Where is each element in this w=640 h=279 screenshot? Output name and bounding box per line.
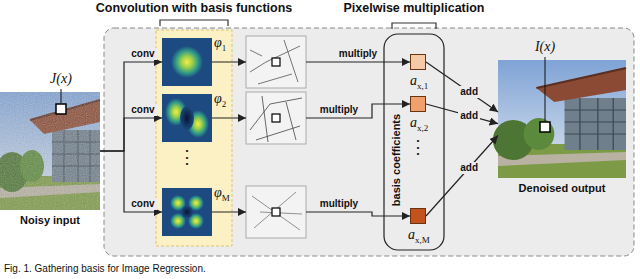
pixel-marker xyxy=(272,114,280,122)
heading-bracket xyxy=(160,20,228,26)
noisy-photo xyxy=(0,92,100,210)
edge-label: conv xyxy=(129,48,156,60)
subscript: M xyxy=(222,193,230,203)
symbol-label: ax,1 xyxy=(410,72,428,94)
symbol: a xyxy=(410,73,417,88)
leader-line xyxy=(61,89,62,103)
response-map xyxy=(246,92,306,144)
image-caption: Denoised output xyxy=(519,182,606,195)
edge-label: multiply xyxy=(337,48,379,60)
response-picture xyxy=(246,186,306,238)
symbol: φ xyxy=(214,91,222,106)
connector-arrow xyxy=(212,211,246,212)
symbol-label: φ2 xyxy=(214,90,226,112)
subscript: 1 xyxy=(222,43,227,53)
process-container xyxy=(104,28,634,256)
connector-arrow xyxy=(212,61,246,62)
edge-label: conv xyxy=(129,104,156,116)
connector-arrow xyxy=(100,62,162,151)
coefficient-box: ax,2 xyxy=(410,96,426,112)
connector-arrow xyxy=(426,136,498,217)
connector-arrow xyxy=(426,104,498,124)
basis-blob xyxy=(181,206,193,218)
symbol-label: ax,M xyxy=(408,226,430,248)
edge-label: conv xyxy=(129,198,156,210)
ellipsis-mark: ⋮ xyxy=(178,148,196,166)
input-image: Noisy inputJ(x) xyxy=(0,92,100,210)
symbol: a xyxy=(410,115,417,130)
image-caption: Noisy input xyxy=(20,214,80,227)
symbol: φ xyxy=(214,35,222,50)
pixel-marker xyxy=(272,58,280,66)
connector-arrow xyxy=(212,117,246,118)
subscript: x,2 xyxy=(417,123,428,133)
ellipsis-mark: ⋮ xyxy=(409,138,427,156)
connector-arrow xyxy=(426,62,498,112)
edge-strokes xyxy=(250,96,302,142)
connector-arrow xyxy=(306,212,410,216)
figure-caption: Fig. 1. Gathering basis for Image Regres… xyxy=(4,263,206,275)
math-label: I(x) xyxy=(535,39,555,55)
pixel-marker xyxy=(272,208,280,216)
basis-column: Convolution with basis functionsφ1φ2φM xyxy=(156,30,232,246)
edge-strokes xyxy=(250,40,300,84)
symbol-label: φM xyxy=(214,184,230,206)
response-picture xyxy=(246,36,306,88)
symbol-label: ax,2 xyxy=(410,114,428,136)
basis-picture xyxy=(162,94,212,142)
pixel-marker xyxy=(56,104,66,114)
coefficient-box: ax,1 xyxy=(410,54,426,70)
leader-line xyxy=(545,57,546,121)
edge-label: add xyxy=(458,110,480,122)
connector-arrow xyxy=(306,61,410,62)
subscript: x,M xyxy=(415,235,430,245)
basis-function: φ1 xyxy=(162,38,212,86)
basis-blob xyxy=(171,46,203,78)
subscript: x,1 xyxy=(417,81,428,91)
connector-arrow xyxy=(100,151,162,212)
symbol-label: φ1 xyxy=(214,34,226,56)
noise-overlay xyxy=(0,92,100,210)
edge-label: add xyxy=(458,86,480,98)
section-heading: Convolution with basis functions xyxy=(96,1,293,16)
coefficient-box: ax,M xyxy=(410,208,426,224)
heading-bracket xyxy=(392,23,436,29)
basis-picture xyxy=(162,188,212,236)
symbol: a xyxy=(408,227,415,242)
pixel-marker xyxy=(540,122,550,132)
output-image: Denoised outputI(x) xyxy=(498,60,626,178)
edge-label: multiply xyxy=(318,104,360,116)
coefficient-bracket xyxy=(384,34,444,250)
basis-blob xyxy=(180,106,194,130)
vertical-label: basis coefficients xyxy=(390,114,403,206)
basis-picture xyxy=(162,38,212,86)
response-map xyxy=(246,186,306,238)
section-heading: Pixelwise multiplication xyxy=(343,1,484,16)
edge-strokes xyxy=(252,192,302,230)
basis-function: φ2 xyxy=(162,94,212,142)
subscript: 2 xyxy=(222,99,227,109)
math-label: J(x) xyxy=(50,71,72,87)
response-picture xyxy=(246,92,306,144)
edge-label: add xyxy=(458,162,480,174)
response-map xyxy=(246,36,306,88)
edge-label: multiply xyxy=(318,198,360,210)
symbol: φ xyxy=(214,185,222,200)
connector-arrow xyxy=(100,118,162,151)
basis-function: φM xyxy=(162,188,212,236)
output-photo xyxy=(493,60,626,178)
